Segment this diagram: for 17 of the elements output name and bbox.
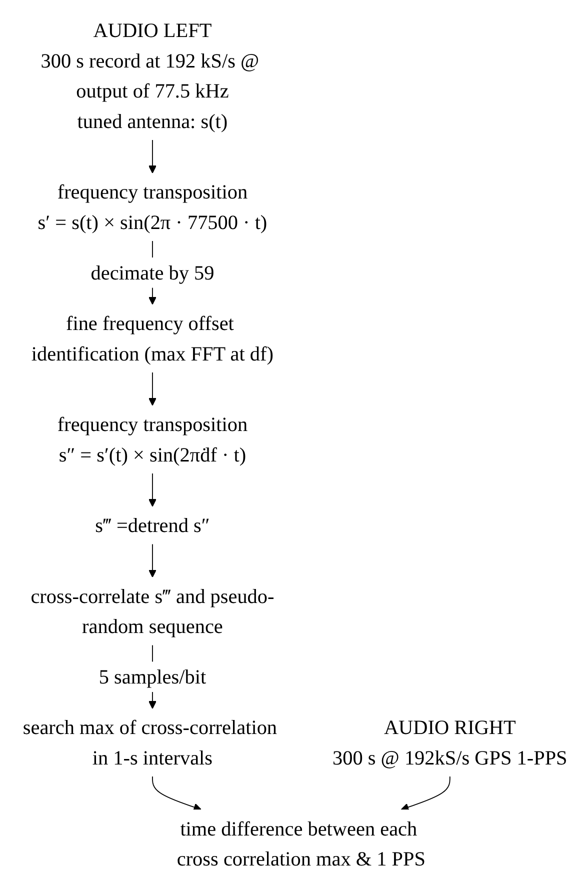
arrow (148, 472, 157, 506)
arrow (148, 139, 157, 173)
node-text: AUDIO LEFT 300 s record at 192 kS/s @ output of 77.5 kHz tuned antenna: s(t) (40, 18, 260, 132)
edge-label: decimate by 59 (90, 260, 214, 284)
node-text: time difference between each cross correlation max & 1 PPS (176, 816, 426, 870)
arrow (148, 371, 157, 406)
node-text: frequency transposition s″ = s′(t) × sin(2πḋf · t) (57, 412, 248, 466)
arrow (400, 776, 450, 811)
node-text: s‴ =detrend s″ (95, 513, 210, 536)
node-text: fine frequency offset identification (max FFT at df) (31, 311, 274, 365)
edge-label: 5 samples/bit (98, 664, 206, 688)
node-text: frequency transposition s′ = s(t) × sin(2π · 77500 · t) (38, 180, 268, 234)
node-text: search max of cross-correlation in 1-s intervals (22, 715, 278, 769)
node-text: cross-correlate s‴ and pseudo-random sequence (30, 584, 274, 638)
node-text: AUDIO RIGHT 300 s @ 192kS/s GPS 1-PPS (332, 715, 568, 769)
arrow (148, 543, 157, 578)
arrow (152, 776, 202, 811)
